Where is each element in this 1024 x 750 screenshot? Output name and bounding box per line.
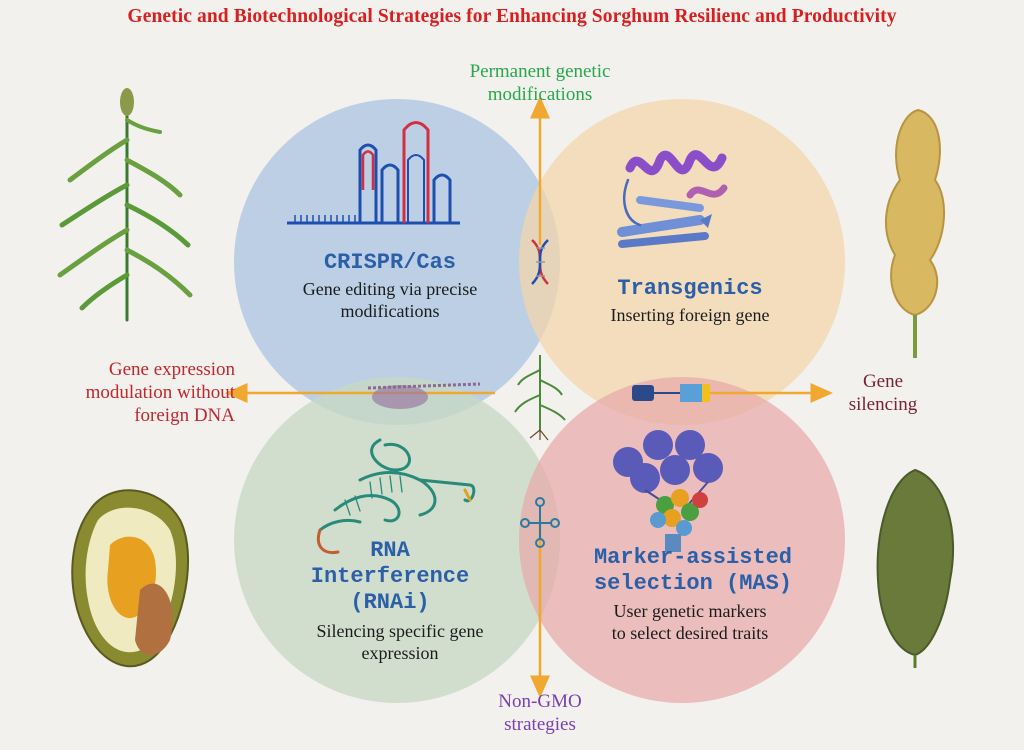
right-axis-line2: silencing bbox=[848, 394, 918, 415]
rnai-title-line1: RNA bbox=[370, 538, 410, 563]
crispr-circle bbox=[234, 99, 560, 425]
marker-complex-icon bbox=[613, 430, 723, 552]
bottom-axis-line1: Non-GMO bbox=[498, 691, 582, 712]
left-axis-line1: Gene expression bbox=[108, 359, 235, 380]
bottom-axis-line2: strategies bbox=[504, 714, 576, 735]
sorghum-plant-icon bbox=[57, 88, 193, 322]
rnai-circle bbox=[234, 377, 560, 703]
seed-cross-section-icon bbox=[71, 489, 189, 668]
gene-vector-icon bbox=[632, 384, 710, 402]
mas-circle bbox=[519, 377, 845, 703]
right-axis-line1: Gene bbox=[862, 371, 904, 392]
mas-description: User genetic markers to select desired t… bbox=[570, 600, 810, 644]
protein-structure-icon bbox=[617, 150, 728, 248]
mas-title: Marker-assisted selection (MAS) bbox=[548, 545, 838, 597]
diagram-title: Genetic and Biotechnological Strategies … bbox=[127, 6, 897, 27]
rnai-desc-line2: expression bbox=[361, 643, 439, 663]
crispr-desc-line1: Gene editing via precise bbox=[302, 279, 478, 299]
left-axis-label: Gene expression modulation without forei… bbox=[20, 358, 235, 427]
bottom-axis-label: Non-GMO strategies bbox=[470, 690, 610, 736]
transgenics-title: Transgenics bbox=[617, 276, 763, 301]
rnai-title-line2: Interference bbox=[310, 564, 470, 589]
left-axis-line2: modulation without bbox=[85, 382, 235, 403]
top-axis-line1: Permanent genetic bbox=[469, 61, 611, 82]
mas-desc-line1: User genetic markers bbox=[613, 601, 767, 621]
transgenics-circle bbox=[519, 99, 845, 425]
sorghum-seedling-icon bbox=[514, 355, 566, 441]
dna-helix-icon bbox=[531, 239, 549, 285]
top-axis-label: Permanent genetic modifications bbox=[440, 60, 640, 106]
mas-desc-line2: to select desired traits bbox=[611, 623, 769, 643]
transgenics-description: Inserting foreign gene bbox=[610, 305, 770, 325]
left-axis-line3: foreign DNA bbox=[134, 405, 235, 426]
silencing-complex-icon bbox=[367, 382, 481, 409]
mas-title-line1: Marker-assisted bbox=[593, 545, 793, 570]
right-axis-label: Gene silencing bbox=[828, 370, 938, 416]
crispr-title: CRISPR/Cas bbox=[323, 250, 457, 275]
top-axis-line2: modifications bbox=[487, 84, 593, 105]
rnai-desc-line1: Silencing specific gene bbox=[316, 621, 484, 641]
trna-icon bbox=[520, 497, 560, 548]
green-panicle-icon bbox=[876, 468, 954, 668]
mas-title-line2: selection (MAS) bbox=[593, 571, 793, 596]
rnai-title-line3: (RNAi) bbox=[350, 590, 430, 615]
rna-hairpin-icon bbox=[316, 438, 476, 555]
sorghum-panicle-icon bbox=[884, 108, 946, 358]
rnai-title: RNA Interference (RNAi) bbox=[290, 538, 490, 616]
rnai-description: Silencing specific gene expression bbox=[280, 620, 520, 664]
crispr-description: Gene editing via precise modifications bbox=[260, 278, 520, 322]
crispr-rna-icon bbox=[287, 121, 460, 225]
crispr-desc-line2: modifications bbox=[340, 301, 440, 321]
